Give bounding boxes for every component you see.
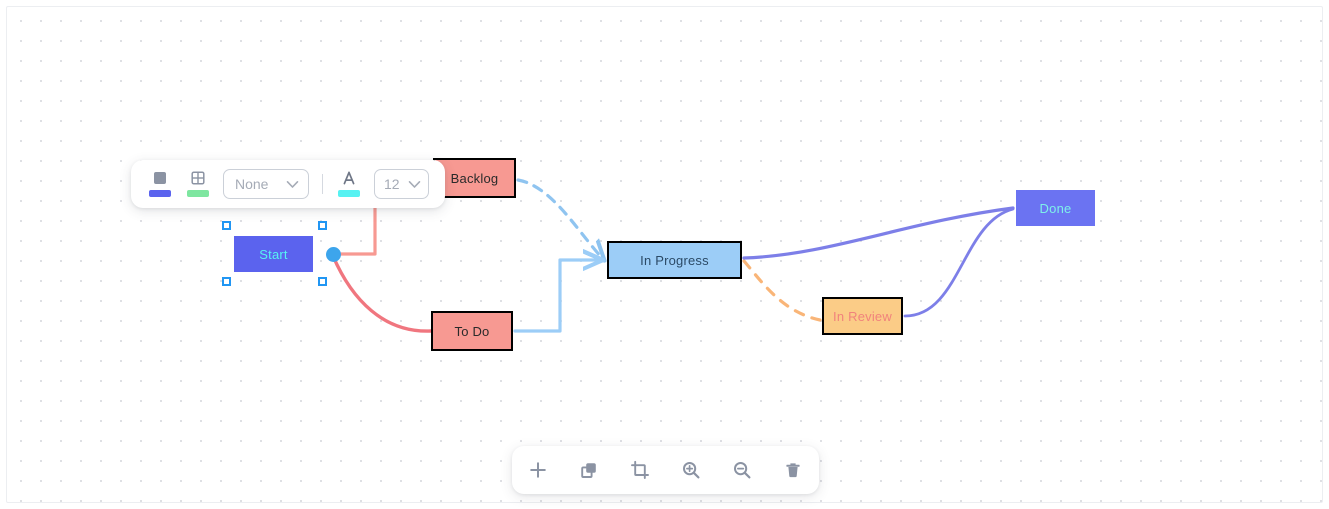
plus-icon [529,462,546,478]
zoom-out-icon [734,462,751,479]
node-start[interactable]: Start [234,236,313,272]
font-size-value: 12 [384,176,400,192]
delete-button[interactable] [778,455,808,485]
copy-icon [580,463,596,478]
crop-icon [630,460,649,479]
node-done-label: Done [1039,200,1072,216]
node-in-review-label: In Review [833,308,892,324]
chevron-down-icon [286,180,299,188]
grid-border-icon [191,171,205,185]
node-in-progress[interactable]: In Progress [607,241,742,279]
zoom-out-button[interactable] [727,455,757,485]
border-color-swatch [187,190,209,197]
text-color-a-icon [343,171,355,185]
node-done[interactable]: Done [1016,190,1095,226]
node-todo-label: To Do [454,323,490,339]
crop-button[interactable] [625,455,655,485]
resize-handle-bottom-left[interactable] [222,277,231,286]
font-size-select[interactable]: 12 [374,169,429,199]
resize-handle-top-right[interactable] [318,221,327,230]
format-toolbar: None 12 [131,160,445,208]
text-color-swatch [338,190,360,197]
add-node-button[interactable] [523,455,553,485]
node-in-review[interactable]: In Review [822,297,903,335]
border-color-button[interactable] [185,170,211,198]
toolbar-divider [322,174,323,194]
node-start-label: Start [259,246,288,262]
trash-icon [786,463,800,478]
resize-handle-top-left[interactable] [222,221,231,230]
fill-color-button[interactable] [147,170,173,198]
line-style-value: None [235,176,269,192]
duplicate-button[interactable] [574,455,604,485]
action-toolbar [512,446,819,494]
node-backlog[interactable]: Backlog [433,158,516,198]
zoom-in-icon [683,462,700,479]
node-todo[interactable]: To Do [431,311,513,351]
node-in-progress-label: In Progress [640,252,709,268]
fill-color-swatch [149,190,171,197]
text-color-button[interactable] [336,170,362,198]
line-style-select[interactable]: None [223,169,309,199]
fill-square-icon [154,172,166,184]
chevron-down-icon [408,180,420,188]
connector-handle[interactable] [326,247,341,262]
resize-handle-bottom-right[interactable] [318,277,327,286]
zoom-in-button[interactable] [676,455,706,485]
node-backlog-label: Backlog [450,170,499,186]
